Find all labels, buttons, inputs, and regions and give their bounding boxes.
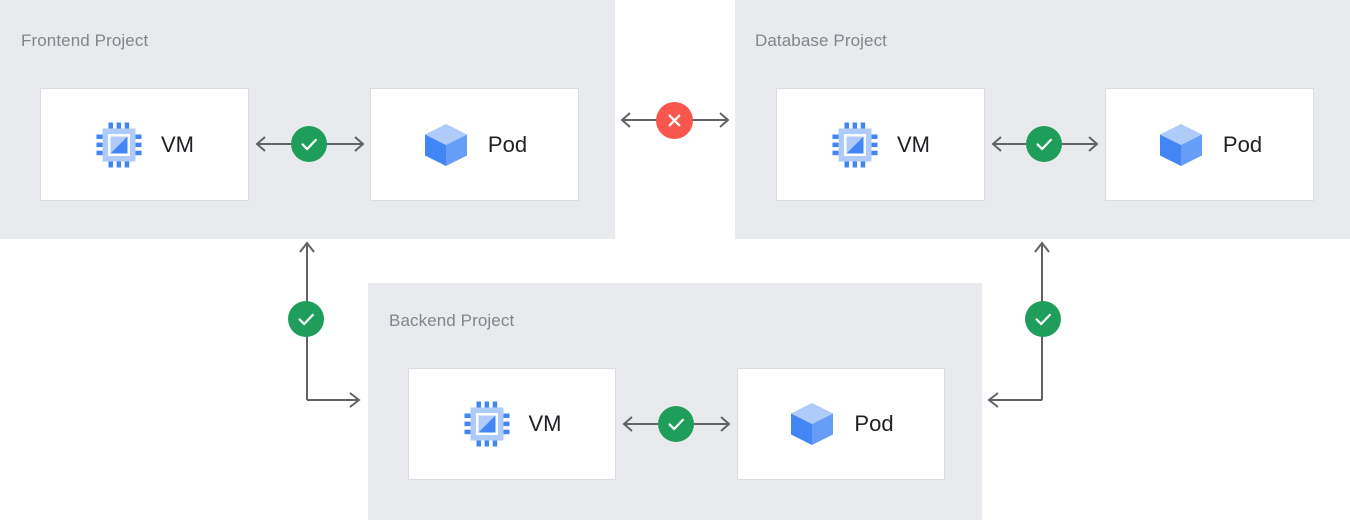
status-badge-ok-frontend-internal[interactable] <box>291 126 327 162</box>
panel-backend-project-title: Backend Project <box>389 311 515 330</box>
status-badge-ok-backend-database[interactable] <box>1025 301 1061 337</box>
check-icon <box>301 138 317 151</box>
card-backend-vm[interactable]: VM <box>408 368 616 480</box>
x-icon <box>668 114 681 127</box>
pod-cube-icon <box>422 121 470 169</box>
vm-chip-icon <box>831 121 879 169</box>
check-icon <box>1036 138 1052 151</box>
vm-chip-icon <box>95 121 143 169</box>
panel-database-project-title: Database Project <box>755 31 888 50</box>
card-label: Pod <box>487 131 528 157</box>
pod-cube-icon <box>1157 121 1205 169</box>
card-frontend-pod[interactable]: Pod <box>370 88 579 201</box>
status-badge-ok-database-internal[interactable] <box>1026 126 1062 162</box>
card-label: Pod <box>1222 131 1263 157</box>
connector-backend-frontend <box>299 241 361 408</box>
card-frontend-vm[interactable]: VM <box>40 88 249 201</box>
status-badge-ok-backend-internal[interactable] <box>658 406 694 442</box>
card-label: VM <box>528 411 562 436</box>
panel-frontend-project-title: Frontend Project <box>21 31 149 50</box>
card-label: VM <box>897 131 930 157</box>
status-badge-ok-backend-frontend[interactable] <box>288 301 324 337</box>
card-backend-pod[interactable]: Pod <box>737 368 945 480</box>
check-icon <box>298 313 314 326</box>
check-icon <box>668 418 684 431</box>
status-badge-blocked-frontend-database[interactable] <box>656 102 693 139</box>
check-icon <box>1035 313 1051 326</box>
vm-chip-icon <box>463 400 511 448</box>
pod-cube-icon <box>788 400 836 448</box>
card-label: VM <box>161 131 194 157</box>
card-database-pod[interactable]: Pod <box>1105 88 1314 201</box>
card-database-vm[interactable]: VM <box>776 88 985 201</box>
card-label: Pod <box>854 411 894 436</box>
